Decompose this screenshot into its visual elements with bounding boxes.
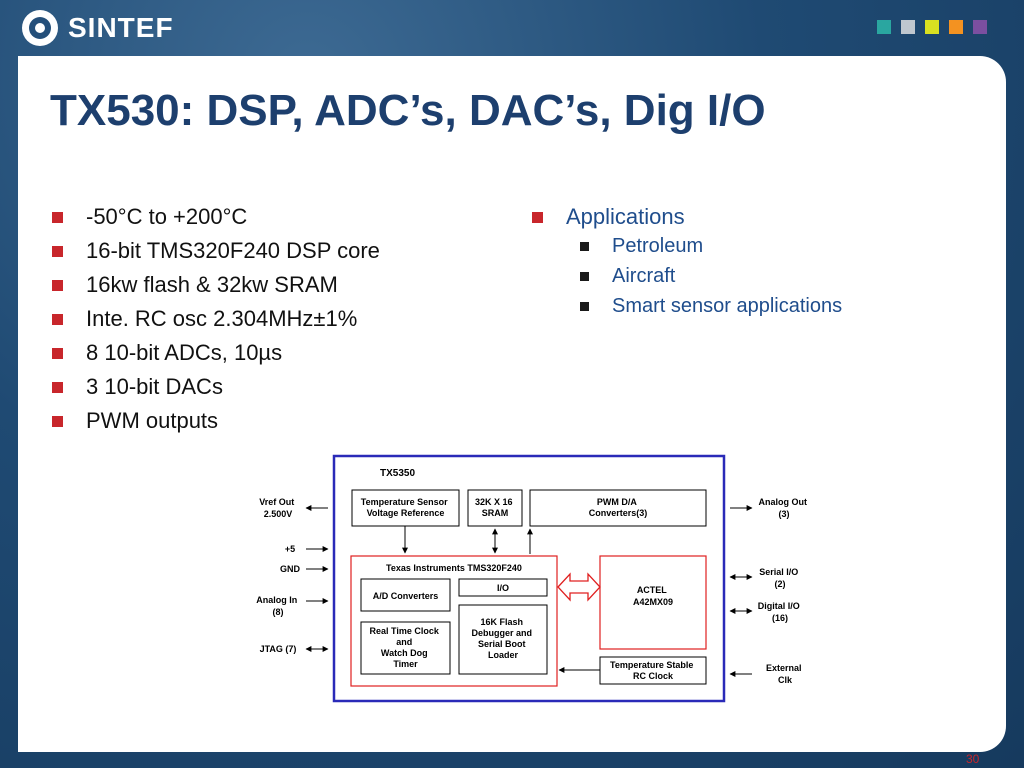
logo-text: SINTEF: [68, 12, 174, 43]
teal-square-icon: [877, 20, 891, 34]
io-text: I/O: [497, 583, 509, 593]
io-block: [458, 578, 548, 597]
rc-clock-text: Temperature Stable RC Clock: [610, 660, 696, 681]
adc-block: [360, 578, 451, 612]
applications-label: Applications: [566, 204, 685, 229]
rtc-block: [360, 621, 451, 675]
dsp-label: Texas Instruments TMS320F240: [386, 563, 522, 573]
temp-sensor-block: [351, 489, 460, 527]
temp-sensor-text: Temperature Sensor Voltage Reference: [361, 497, 450, 518]
color-squares: [877, 20, 987, 34]
vref-label: Vref Out 2.500V: [259, 497, 297, 519]
chip-label: TX5350: [380, 468, 415, 479]
spec-item: 16-bit TMS320F240 DSP core: [50, 238, 380, 272]
spec-item: 16kw flash & 32kw SRAM: [50, 272, 380, 306]
spec-item: Inte. RC osc 2.304MHz±1%: [50, 306, 380, 340]
spec-item: -50°C to +200°C: [50, 204, 380, 238]
spec-item: 8 10-bit ADCs, 10µs: [50, 340, 380, 374]
sintef-logo-icon: [22, 10, 58, 46]
header-band: SINTEF: [0, 0, 1024, 60]
block-diagram: TX5350 Temperature Sensor Voltage Refere…: [256, 454, 809, 703]
applications-item: Applications Petroleum Aircraft Smart se…: [530, 204, 842, 324]
digital-io-label: Digital I/O (16): [758, 601, 803, 623]
slide-title: TX530: DSP, ADC’s, DAC’s, Dig I/O: [50, 86, 766, 135]
flash-text: 16K Flash Debugger and Serial Boot Loade…: [471, 617, 534, 660]
dsp-actel-bus-icon: [557, 572, 601, 602]
rtc-text: Real Time Clock and Watch Dog Timer: [370, 626, 442, 669]
sram-block: [467, 489, 523, 527]
applications-list: Applications Petroleum Aircraft Smart se…: [530, 204, 842, 324]
actel-block: [599, 555, 707, 650]
jtag-label: JTAG (7): [260, 644, 297, 654]
orange-square-icon: [949, 20, 963, 34]
sintef-logo: SINTEF: [22, 10, 174, 46]
plus5-label: +5: [285, 544, 295, 554]
gnd-label: GND: [280, 564, 301, 574]
application-item: Smart sensor applications: [566, 294, 842, 324]
applications-sublist: Petroleum Aircraft Smart sensor applicat…: [566, 234, 842, 324]
ext-clk-label: External Clk: [766, 663, 804, 685]
rc-clock-block: [599, 656, 707, 685]
flash-block: [458, 604, 548, 675]
serial-io-label: Serial I/O (2): [759, 567, 801, 589]
grey-square-icon: [901, 20, 915, 34]
spec-item: PWM outputs: [50, 408, 380, 442]
actel-text: ACTEL A42MX09: [633, 585, 673, 607]
spec-item: 3 10-bit DACs: [50, 374, 380, 408]
sram-text: 32K X 16 SRAM: [475, 497, 515, 518]
adc-text: A/D Converters: [373, 591, 439, 601]
page-number: 30: [966, 752, 980, 766]
yellow-square-icon: [925, 20, 939, 34]
pwm-text: PWM D/A Converters(3): [589, 497, 648, 518]
application-item: Aircraft: [566, 264, 842, 294]
analog-out-label: Analog Out (3): [758, 497, 809, 519]
application-item: Petroleum: [566, 234, 842, 264]
dsp-block: [350, 555, 558, 687]
spec-list: -50°C to +200°C 16-bit TMS320F240 DSP co…: [50, 204, 380, 442]
analog-in-label: Analog In (8): [256, 595, 300, 617]
pwm-block: [529, 489, 707, 527]
purple-square-icon: [973, 20, 987, 34]
